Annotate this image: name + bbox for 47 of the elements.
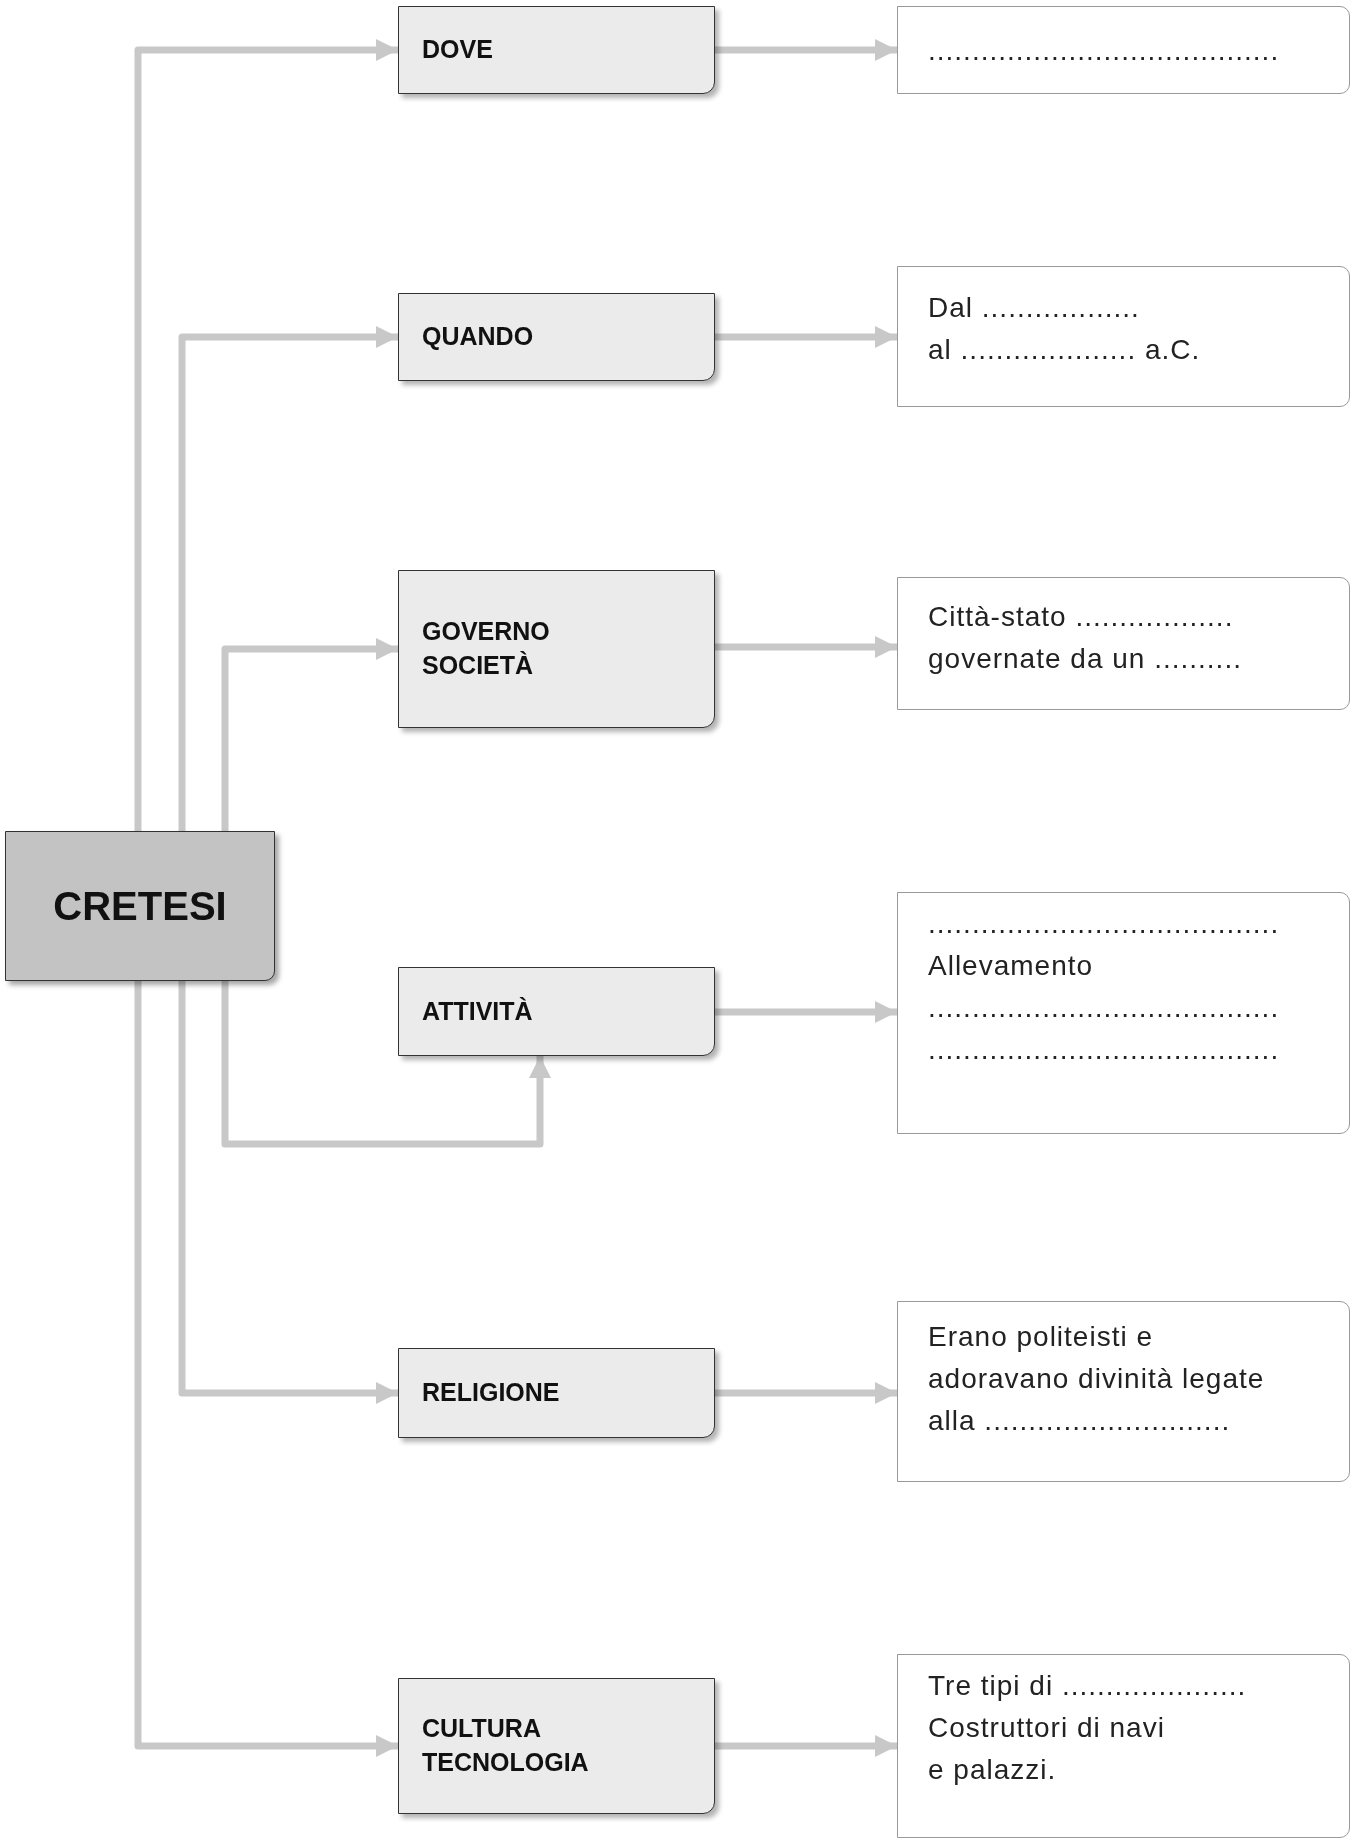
- category-box: [398, 570, 715, 728]
- arrow: [221, 981, 551, 1148]
- heading-text: GOVERNO SOCIETÀ: [422, 616, 551, 681]
- heading-text: QUANDO: [422, 321, 535, 353]
- arrow: [715, 39, 897, 61]
- arrow: [715, 1382, 897, 1404]
- answer-text: Città-stato ..................: [928, 600, 1235, 634]
- answer-box: [897, 1654, 1350, 1838]
- answer-box: [897, 1301, 1350, 1482]
- answer-text: al .................... a.C.: [928, 333, 1202, 367]
- heading-text: CRETESI: [53, 883, 227, 929]
- answer-text: Erano politeisti e: [928, 1320, 1154, 1354]
- answer-text: governate da un ..........: [928, 642, 1243, 676]
- answer-text: ........................................: [928, 1033, 1281, 1067]
- arrow: [221, 638, 398, 831]
- answer-text: Tre tipi di .....................: [928, 1669, 1248, 1703]
- answer-box: [897, 266, 1350, 407]
- answer-text: Dal ..................: [928, 291, 1141, 325]
- arrow: [715, 1001, 897, 1023]
- arrow: [134, 981, 398, 1757]
- answer-box: [897, 892, 1350, 1134]
- answer-text: Costruttori di navi: [928, 1711, 1166, 1745]
- category-box: [398, 1678, 715, 1814]
- arrow: [715, 1735, 897, 1757]
- arrow: [178, 326, 398, 831]
- arrow: [715, 636, 897, 658]
- answer-text: ........................................: [928, 991, 1281, 1025]
- answer-box: [897, 577, 1350, 710]
- answer-text: Allevamento: [928, 949, 1095, 983]
- heading-text: CULTURA TECNOLOGIA: [422, 1713, 590, 1778]
- heading-text: RELIGIONE: [422, 1377, 561, 1409]
- category-box: [398, 6, 715, 94]
- heading-text: ATTIVITÀ: [422, 995, 534, 1027]
- answer-text: alla ............................: [928, 1404, 1232, 1438]
- answer-text: adoravano divinità legate: [928, 1362, 1266, 1396]
- answer-text: e palazzi.: [928, 1753, 1058, 1787]
- answer-text: ........................................: [928, 907, 1281, 941]
- heading-text: DOVE: [422, 34, 494, 66]
- category-box: [398, 967, 715, 1056]
- category-box: [398, 1348, 715, 1438]
- arrow: [178, 981, 398, 1404]
- topic-box: [5, 831, 275, 981]
- answer-box: [897, 6, 1350, 94]
- answer-text: ........................................: [928, 34, 1281, 68]
- arrow: [715, 326, 897, 348]
- arrow: [134, 39, 398, 831]
- category-box: [398, 293, 715, 381]
